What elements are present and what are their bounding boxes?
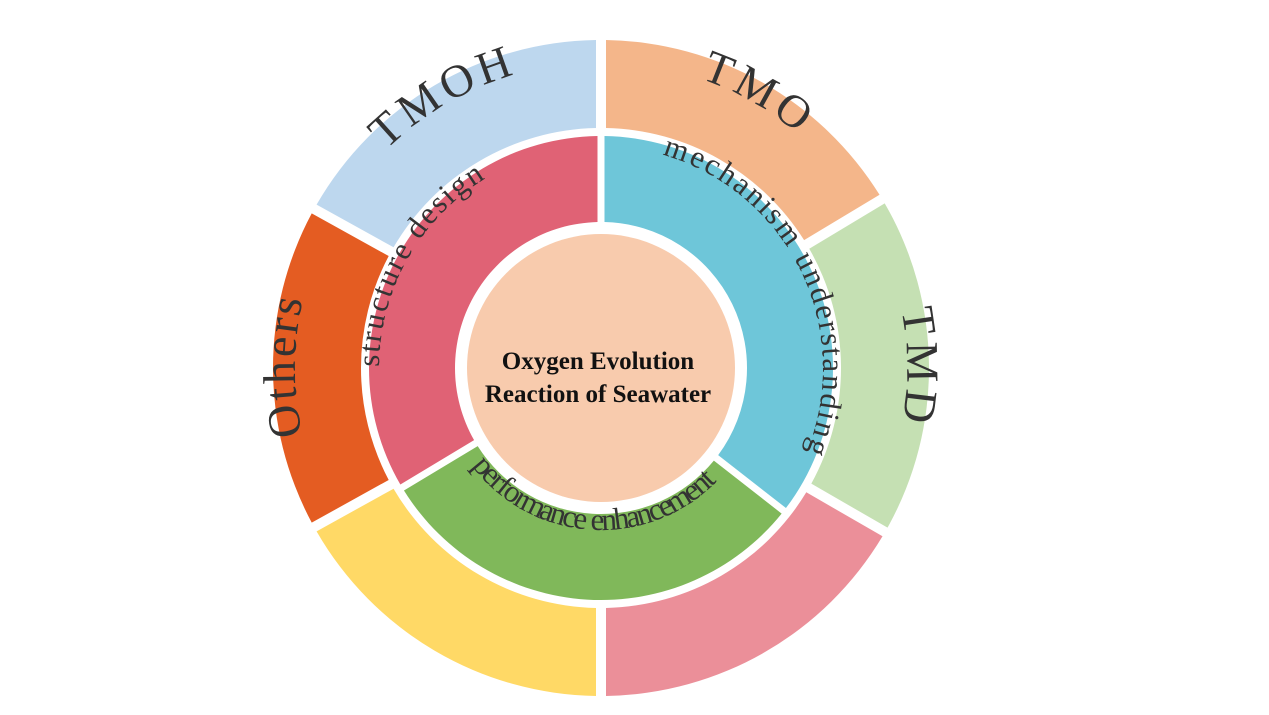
outer-ring-segment-tmn — [316, 488, 596, 696]
outer-ring-segment-tmo — [606, 40, 880, 241]
outer-ring-segment-tmd — [809, 203, 929, 528]
outer-ring-segment-tmp — [606, 492, 883, 696]
center-title-line-1: Oxygen Evolution — [502, 348, 694, 375]
center-disc — [467, 234, 735, 502]
inner-ring-segment-performance-enhancement — [403, 446, 782, 601]
center-circle: Oxygen Evolution Reaction of Seawater — [467, 234, 735, 502]
inner-ring-segment-mechanism-understanding — [604, 136, 833, 509]
inner-ring-segment-structure-design — [369, 136, 598, 485]
outer-ring-label-tmd: TMD — [892, 303, 949, 426]
outer-ring-segment-tmoh — [316, 40, 596, 248]
outer-ring-segment-others — [272, 213, 389, 523]
center-title-line-2: Reaction of Seawater — [485, 381, 711, 408]
